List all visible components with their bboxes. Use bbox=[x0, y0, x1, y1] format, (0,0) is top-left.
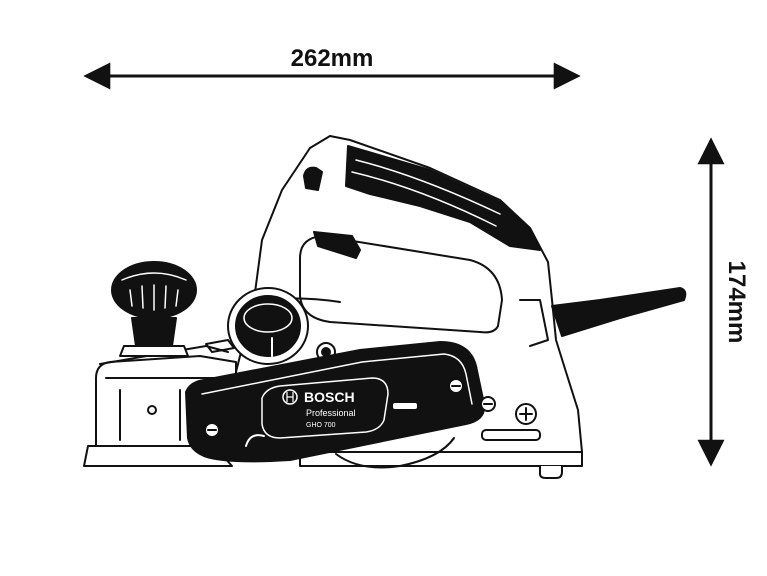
rear-emblem-icon bbox=[519, 407, 533, 421]
belt-cover-edge bbox=[201, 353, 473, 405]
bosch-logo-icon bbox=[286, 392, 294, 402]
planing-drum bbox=[335, 437, 455, 469]
cover-arc bbox=[245, 434, 265, 447]
length-label: 262mm bbox=[291, 45, 374, 72]
grip-groove bbox=[355, 159, 501, 215]
depth-adjust-knob bbox=[111, 261, 197, 357]
trigger-switch-icon bbox=[313, 231, 361, 259]
brand-badge: BOSCH Professional GHO 700 bbox=[282, 389, 356, 429]
handle-opening bbox=[299, 235, 503, 334]
height-dimension: 174mm bbox=[697, 137, 750, 467]
brand-name: BOSCH bbox=[304, 389, 355, 405]
rear-emblem-icon bbox=[515, 403, 537, 425]
lock-off-button-icon bbox=[303, 166, 323, 191]
planer-illustration bbox=[83, 135, 687, 479]
rear-label-strip bbox=[481, 429, 541, 441]
grip-groove bbox=[351, 171, 497, 227]
bosch-logo-icon bbox=[282, 389, 298, 405]
length-dimension: 262mm bbox=[83, 45, 581, 90]
brand-line: Professional bbox=[306, 408, 356, 418]
rear-housing-rib bbox=[519, 299, 549, 347]
front-block-screw-icon bbox=[147, 405, 157, 415]
belt-cover-panel bbox=[185, 341, 486, 463]
planer-parking-foot bbox=[539, 465, 563, 479]
chip-ejector-port bbox=[227, 287, 309, 365]
front-lever bbox=[205, 339, 235, 353]
brand-plate bbox=[261, 377, 389, 439]
cover-label-strip bbox=[391, 401, 419, 411]
model-name: GHO 700 bbox=[306, 422, 336, 429]
side-bolt-icon bbox=[321, 347, 331, 357]
height-label: 174mm bbox=[723, 261, 750, 344]
power-cord bbox=[551, 287, 687, 337]
